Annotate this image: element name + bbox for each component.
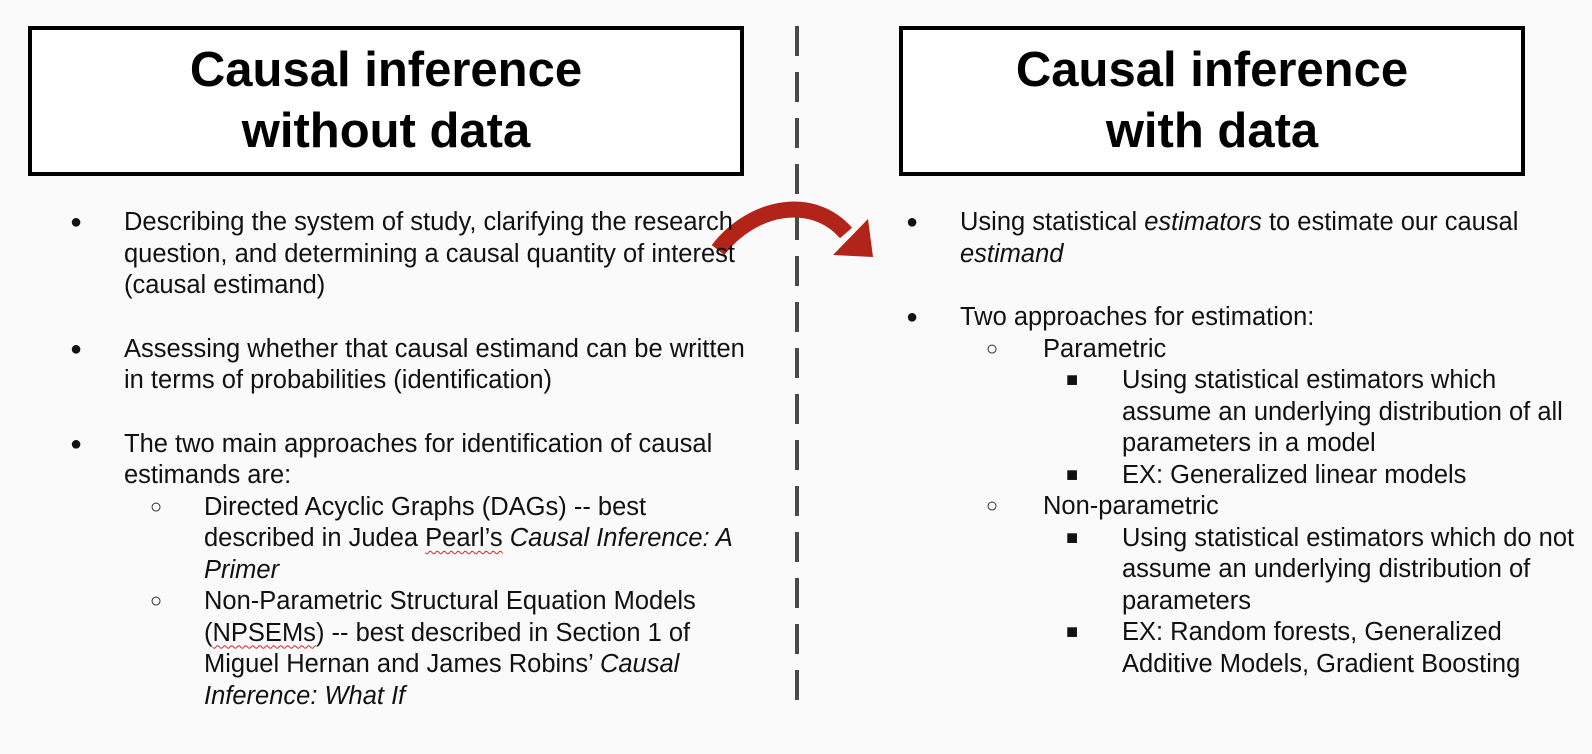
list-item-dags: ○ Directed Acyclic Graphs (DAGs) -- best… <box>150 492 732 584</box>
bullet-disc: ● <box>906 306 919 328</box>
list-item: ● Two approaches for estimation: ○ Param… <box>906 302 1586 680</box>
right-column: ● Using statistical estimators to estima… <box>906 207 1586 680</box>
list-item: ■ Using statistical estimators which do … <box>1066 523 1575 615</box>
title-without-data: Causal inference without data <box>189 43 583 158</box>
list-item: ● Assessing whether that causal estimand… <box>70 334 745 395</box>
book-title: Causal Inference: A Primer <box>204 524 732 584</box>
bullet-square: ■ <box>1066 463 1079 486</box>
curved-arrow-icon <box>711 201 873 257</box>
book-title: Causal Inference: What If <box>204 650 680 710</box>
dashed-divider <box>795 26 799 716</box>
list-item: ■ EX: Random forests, Generalized Additi… <box>1066 618 1521 678</box>
spellcheck-word: NPSEMs <box>212 618 316 647</box>
bullet-circle: ○ <box>150 495 163 518</box>
bullet-square: ■ <box>1066 526 1079 549</box>
title-with-data: Causal inference with data <box>1015 43 1409 158</box>
list-item: ■ Using statistical estimators which ass… <box>1066 366 1563 457</box>
bullet-disc: ● <box>70 211 83 233</box>
bullet-disc: ● <box>906 211 919 233</box>
bullet-circle: ○ <box>986 337 999 360</box>
list-item: ■ EX: Generalized linear models <box>906 460 1586 492</box>
bullet-circle: ○ <box>986 495 999 517</box>
spellcheck-word: Pearl’s <box>425 524 503 552</box>
list-item-nonparametric: ○ Non-parametric ■ Using statistical est… <box>906 491 1586 680</box>
bullet-circle: ○ <box>150 590 163 612</box>
bullet-disc: ● <box>70 432 83 455</box>
title-box-without-data: Causal inference without data <box>28 26 744 176</box>
title-box-with-data: Causal inference with data <box>899 26 1525 176</box>
list-item-npsems: ○ Non-Parametric Structural Equation Mod… <box>150 587 696 710</box>
bullet-disc: ● <box>70 337 83 360</box>
left-column: ● Describing the system of study, clarif… <box>70 207 750 712</box>
list-item: ● The two main approaches for identifica… <box>70 429 750 713</box>
list-item-parametric: ○ Parametric ■ Using statistical estimat… <box>906 334 1586 492</box>
bullet-square: ■ <box>1066 369 1079 391</box>
bullet-square: ■ <box>1066 621 1079 643</box>
list-item: ● Using statistical estimators to estima… <box>906 208 1519 268</box>
list-item: ● Describing the system of study, clarif… <box>70 208 735 299</box>
